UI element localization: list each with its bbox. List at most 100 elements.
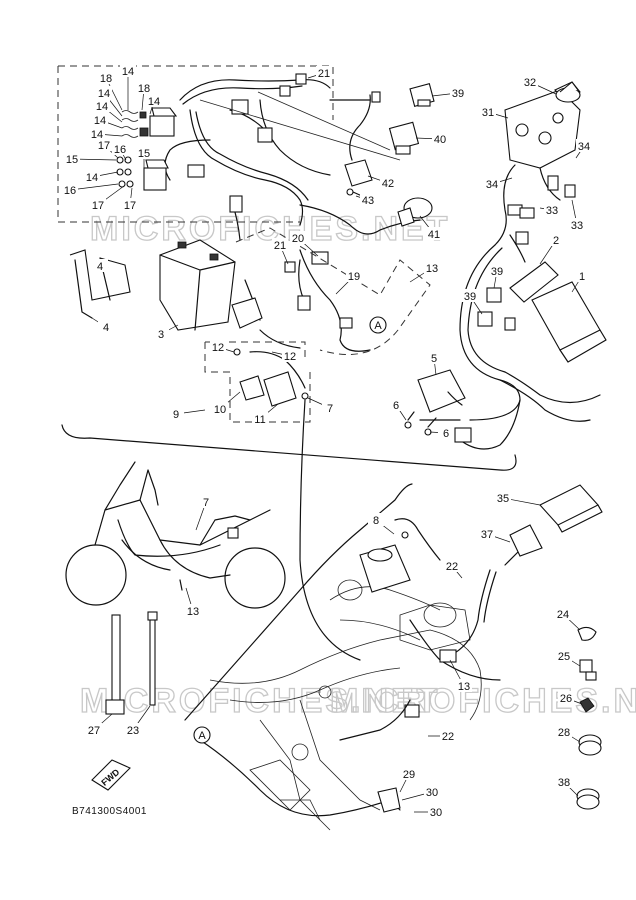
- callout-c33b: 33: [571, 220, 583, 232]
- callout-bg-c25: [556, 649, 572, 662]
- callout-bg-c2: [548, 233, 564, 246]
- callout-bg-c14g: [84, 170, 100, 183]
- callout-c17a: 17: [98, 140, 110, 152]
- callout-bg-c17c: [122, 198, 138, 211]
- callout-c24: 24: [557, 609, 569, 621]
- callout-bg-c7b: [198, 495, 214, 508]
- wire-harness-lower-13: [199, 544, 536, 817]
- callout-bg-c14d: [146, 94, 162, 107]
- callout-bg-c29: [401, 767, 417, 780]
- callout-bg-c12a: [210, 340, 226, 353]
- callout-c16a: 16: [114, 144, 126, 156]
- callout-bg-c11: [252, 412, 268, 425]
- section-divider-top: [61, 424, 517, 471]
- relay-unit-2: [509, 261, 559, 303]
- callout-bg-c15a: [64, 152, 80, 165]
- fuse-box-kit-9: [204, 341, 311, 423]
- callout-c22b: 22: [442, 731, 454, 743]
- callout-c17c: 17: [124, 200, 136, 212]
- callout-c30a: 30: [426, 787, 438, 799]
- harness-kit-box: [57, 65, 334, 223]
- callout-c14d: 14: [148, 96, 160, 108]
- callout-bg-c39c: [462, 289, 478, 302]
- callout-c39c: 39: [464, 291, 476, 303]
- callout-c43: 43: [362, 195, 374, 207]
- callout-bg-c42: [380, 176, 396, 189]
- callout-bg-c20: [290, 231, 306, 244]
- starter-motor-8: [359, 518, 441, 593]
- callout-c16b: 16: [64, 185, 76, 197]
- grommet-25: [579, 659, 597, 681]
- callout-c6b: 6: [443, 428, 449, 440]
- callout-c19: 19: [348, 271, 360, 283]
- relays-39-right: [477, 287, 516, 331]
- callout-c21a: 21: [318, 68, 330, 80]
- callout-c42: 42: [382, 178, 394, 190]
- callout-bg-c6a: [388, 398, 404, 411]
- callout-bg-c15b: [136, 146, 152, 159]
- callout-bg-c13c: [456, 679, 472, 692]
- callout-c15b: 15: [138, 148, 150, 160]
- callout-c23: 23: [127, 725, 139, 737]
- watermark-top: MICROFICHES.NET: [90, 210, 450, 248]
- callout-bg-c14c: [94, 99, 110, 112]
- ref-a-upper: A: [369, 316, 387, 334]
- screws-6: [404, 411, 437, 436]
- callout-c12b: 12: [284, 351, 296, 363]
- callout-c12a: 12: [212, 342, 224, 354]
- callout-bg-c19: [346, 269, 362, 282]
- callout-c22a: 22: [446, 561, 458, 573]
- callout-c37: 37: [481, 529, 493, 541]
- callout-c39a: 39: [452, 88, 464, 100]
- callout-c41: 41: [428, 229, 440, 241]
- callout-bg-c33b: [569, 218, 585, 231]
- callout-bg-c30a: [424, 785, 440, 798]
- callout-c7a: 7: [327, 403, 333, 415]
- callout-bg-c10: [212, 402, 228, 415]
- callout-c2: 2: [553, 235, 559, 247]
- section-divider-bottom: [184, 483, 413, 721]
- callout-bg-c38: [556, 775, 572, 788]
- callout-bg-c22b: [440, 729, 456, 742]
- main-switch-assembly-31: [494, 81, 581, 246]
- callout-bg-c21a: [316, 66, 332, 79]
- callout-c13b: 13: [187, 606, 199, 618]
- callout-c25: 25: [558, 651, 570, 663]
- cable-19-20-21: [231, 249, 371, 352]
- connector-42: [344, 159, 373, 187]
- callout-bg-c32: [522, 75, 538, 88]
- lead-7: [299, 399, 361, 661]
- callout-c14e: 14: [94, 115, 106, 127]
- callout-bg-c16a: [112, 142, 128, 155]
- frame-assembly: [209, 579, 482, 831]
- relay-39: [409, 83, 435, 107]
- callout-bg-c5: [426, 351, 442, 364]
- cable-tie-23: [147, 611, 158, 706]
- callout-c18b: 18: [138, 83, 150, 95]
- diagram-code: B741300S4001: [72, 806, 147, 817]
- callout-bg-c26: [558, 691, 574, 704]
- callout-c7b: 7: [203, 497, 209, 509]
- watermark-bottom: MICROFICHES.NET: [80, 682, 440, 720]
- relay-40: [388, 121, 420, 155]
- callout-bg-c14a: [120, 64, 136, 77]
- callout-bg-c39b: [489, 264, 505, 277]
- callout-bg-c33a: [544, 203, 560, 216]
- fwd-arrow: FWD: [91, 759, 131, 791]
- clamp-38: [576, 788, 600, 810]
- callout-bg-c24: [555, 607, 571, 620]
- callout-c10: 10: [214, 404, 226, 416]
- wire-harness-right: [419, 231, 601, 450]
- callout-bg-c3: [153, 327, 169, 340]
- callout-c13a: 13: [426, 263, 438, 275]
- bolt-43: [346, 188, 363, 197]
- callout-bg-c34a: [576, 139, 592, 152]
- callout-c4b: 4: [103, 322, 109, 334]
- callout-c40: 40: [434, 134, 446, 146]
- callout-c18a: 18: [100, 73, 112, 85]
- callout-bg-c35: [495, 491, 511, 504]
- callout-c14b: 14: [98, 88, 110, 100]
- callout-bg-c34b: [484, 177, 500, 190]
